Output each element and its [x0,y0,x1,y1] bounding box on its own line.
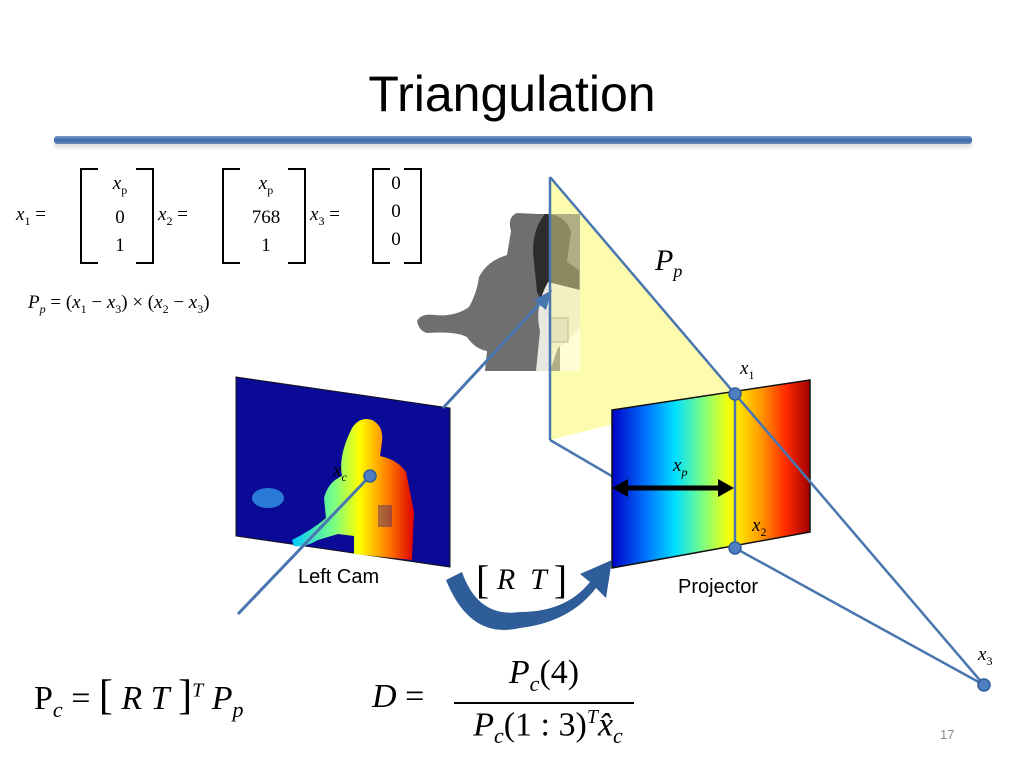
title-rule [54,136,972,144]
x3-point [977,678,991,692]
plane-label: Pp [655,244,683,281]
xp-label: xp [673,455,688,479]
slide-number: 17 [940,727,955,742]
x1-point [728,387,742,401]
left-cam-label: Left Cam [298,566,380,588]
plane-equation: Pp = (x1 − x3) × (x2 − x3) [28,292,210,316]
pc-equation: Pc = [ R T ]T Pp [34,673,244,722]
ray-arrowhead [534,290,552,310]
projection-lines [733,393,985,686]
xc-label: xc [333,460,347,484]
x2-point [728,541,742,555]
x2-label: x2 [752,515,767,539]
rt-label: [ R T ] [476,557,568,602]
projector-image [611,379,811,569]
slide-title: Triangulation [368,66,656,122]
camera-ray [236,296,547,616]
xp-double-arrow [612,479,734,497]
x3-label: x3 [978,644,993,668]
rt-curved-arrow [446,560,612,630]
projector-label: Projector [678,576,759,598]
x1-label: x1 [740,358,755,382]
xc-point [363,469,377,483]
person-photo [417,213,580,371]
